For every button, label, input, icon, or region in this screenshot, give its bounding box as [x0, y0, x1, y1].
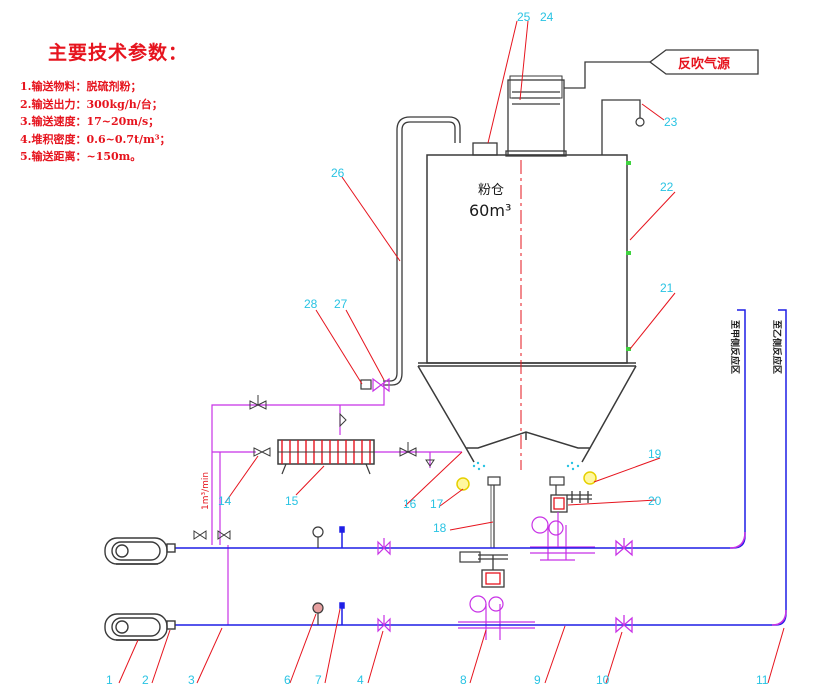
air-heater-piping: [211, 382, 462, 625]
callout-21: 21: [660, 281, 674, 295]
callout-19: 19: [648, 447, 662, 461]
check-valve-upper: [377, 538, 391, 556]
right-feed-pipe: [530, 512, 595, 561]
discharge-right: [549, 476, 565, 495]
spec-item: 1.输送物料：脱硫剂粉；: [20, 80, 142, 93]
destination-b-label: 至乙侧反应区: [771, 320, 783, 374]
callout-leaders: [118, 20, 785, 684]
callout-20: 20: [648, 494, 662, 508]
rotary-valve-right: [550, 491, 592, 513]
callout-3: 3: [188, 673, 195, 687]
return-valve: [372, 377, 390, 393]
powder-silo: [417, 154, 637, 463]
check-valve-lower: [377, 615, 391, 633]
callout-15: 15: [285, 494, 299, 508]
vent-pipe: [601, 99, 641, 155]
pressure-gauge-upper: [312, 526, 324, 548]
level-switch-icon: [626, 347, 631, 351]
blowback-source-label: 反吹气源: [678, 56, 730, 72]
fluidizing-nozzles: [472, 461, 580, 471]
callout-10: 10: [596, 673, 610, 687]
spec-item: 3.输送速度：17~20m/s；: [20, 115, 160, 128]
temp-sensor-lower: [339, 602, 345, 625]
callout-23: 23: [664, 115, 678, 129]
spec-item: 4.堆积密度：0.6~0.7t/m³；: [20, 132, 171, 146]
lower-feed-fittings: [458, 595, 535, 640]
conveying-pipe-upper: [175, 309, 746, 549]
callout-22: 22: [660, 180, 674, 194]
conveying-pipe-lower: [175, 309, 787, 626]
callout-26: 26: [331, 166, 345, 180]
callout-numbers: 1 2 3 4 6 7 8 9 10 11 14 15 16 17 18 19 …: [106, 10, 769, 687]
level-switches: [626, 161, 631, 351]
silo-volume: 60m³: [469, 201, 511, 220]
specs-list: 1.输送物料：脱硫剂粉； 2.输送出力：300kg/h/台； 3.输送速度：17…: [20, 78, 171, 166]
level-switch-icon: [626, 251, 631, 255]
callout-24: 24: [540, 10, 554, 24]
ball-valve-upper: [615, 538, 633, 557]
callout-2: 2: [142, 673, 149, 687]
return-pipe: [383, 121, 456, 386]
temp-sensor-upper: [339, 526, 345, 548]
pressure-gauge-lower: [312, 602, 324, 625]
callout-18: 18: [433, 521, 447, 535]
silo-name: 粉仓: [478, 183, 504, 198]
callout-7: 7: [315, 673, 322, 687]
flow-rate-label: 1m³/min: [201, 472, 211, 510]
roots-blower-upper: [104, 537, 176, 565]
specs-title: 主要技术参数：: [48, 42, 189, 64]
ball-valve-lower: [615, 615, 633, 634]
callout-9: 9: [534, 673, 541, 687]
roots-blower-lower: [104, 613, 176, 641]
valve-icon: [193, 530, 207, 540]
callout-4: 4: [357, 673, 364, 687]
vent-valve-icon: [635, 117, 645, 127]
valve-icon: [217, 530, 231, 540]
callout-28: 28: [304, 297, 318, 311]
level-switch-icon: [626, 161, 631, 165]
valve-icon: [399, 442, 417, 457]
callout-6: 6: [284, 673, 291, 687]
vibrator-motor-icon: [456, 477, 470, 491]
blowback-pipe: [564, 61, 650, 89]
silo-body: [426, 154, 628, 364]
vibrator-motor-icon: [583, 471, 597, 485]
callout-1: 1: [106, 673, 113, 687]
callout-11: 11: [756, 673, 769, 687]
callout-8: 8: [460, 673, 467, 687]
callout-17: 17: [430, 497, 444, 511]
air-valves: [193, 395, 435, 540]
valve-icon: [249, 395, 267, 410]
electric-air-heater: [277, 439, 375, 475]
spec-item: 2.输送出力：300kg/h/台；: [20, 97, 163, 111]
destination-a-label: 至甲侧反应区: [729, 320, 741, 374]
valve-icon: [253, 447, 271, 457]
rotary-feeder-lower: [481, 555, 505, 588]
spec-item: 5.输送距离：~150m。: [20, 150, 142, 163]
callout-14: 14: [218, 494, 232, 508]
valve-icon: [425, 459, 435, 467]
upper-tee: [459, 551, 508, 563]
bag-filter: [505, 75, 567, 157]
return-fitting: [360, 379, 372, 390]
valve-icon: [339, 412, 347, 428]
blowback-source-box: [648, 49, 759, 75]
callout-27: 27: [334, 297, 348, 311]
callout-16: 16: [403, 497, 417, 511]
discharge-left: [487, 476, 501, 548]
silo-manhole: [472, 142, 498, 156]
callout-25: 25: [517, 10, 531, 24]
silo-hopper: [417, 365, 637, 449]
